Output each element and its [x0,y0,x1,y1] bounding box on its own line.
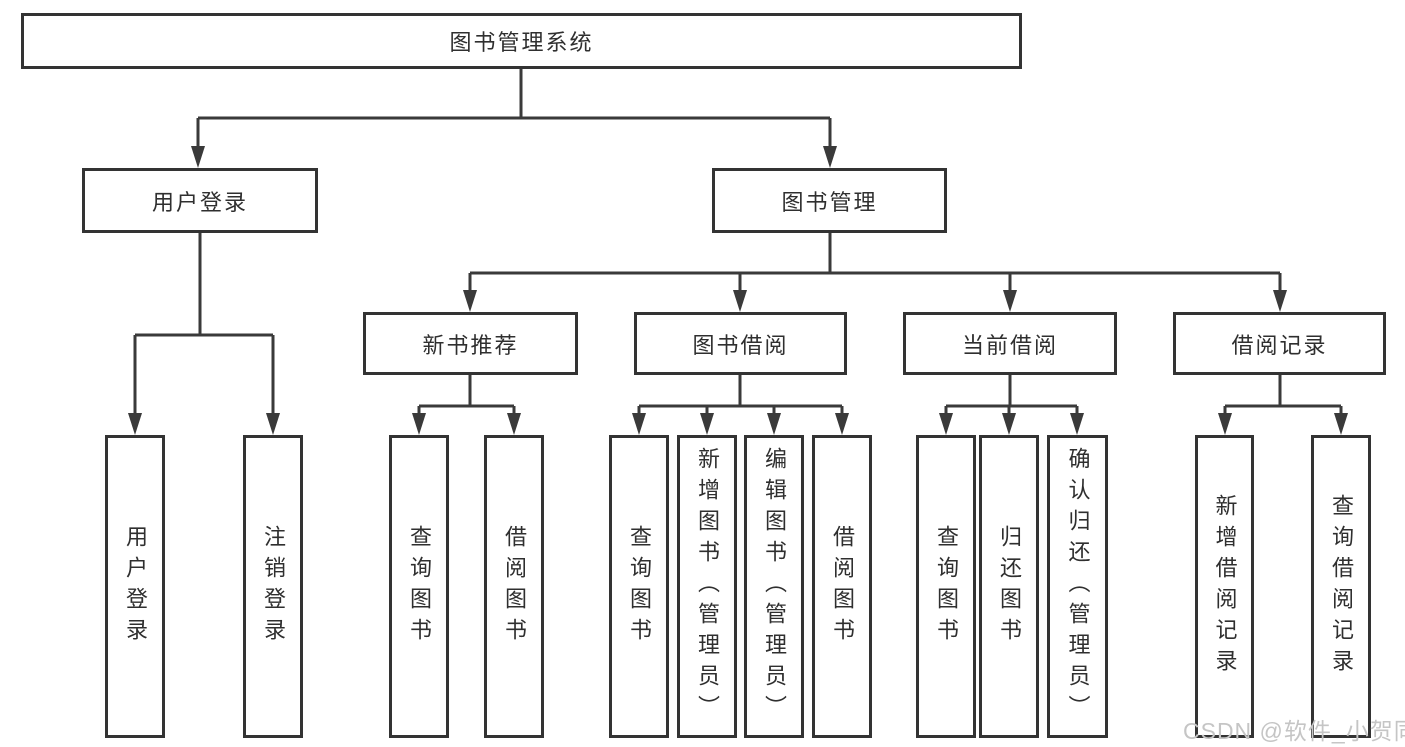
connector-from-book-borrow [632,375,849,435]
node-label: 用户登录 [151,189,248,215]
arrowhead-icon [767,413,781,435]
node-borrow-record: 借阅记录 [1173,312,1386,375]
connector-lines [133,233,275,417]
arrowhead-icon [632,413,646,435]
node-leaf-query-record: 查询借阅记录 [1311,435,1371,738]
connector-lines [944,375,1079,417]
node-new-book-rec: 新书推荐 [363,312,578,375]
arrowhead-icon [835,413,849,435]
node-label: 编辑图书（管理员） [762,447,787,726]
connector-lines [637,375,844,417]
arrowhead-icon [1070,413,1084,435]
connector-lines [1223,375,1343,417]
connector-from-book-mgmt [463,233,1287,312]
node-leaf-return-book: 归还图书 [979,435,1039,738]
arrowhead-icon [700,413,714,435]
node-label: 借阅图书 [502,524,527,649]
node-label: 用户登录 [123,524,148,649]
arrowhead-icon [266,413,280,435]
node-label: 借阅记录 [1231,332,1328,358]
connector-lines [468,233,1282,294]
arrowhead-icon [939,413,953,435]
node-leaf-add-book: 新增图书（管理员） [677,435,737,738]
arrowhead-icon [1003,290,1017,312]
arrowhead-icon [507,413,521,435]
node-label: 图书管理系统 [449,30,594,55]
arrowhead-icon [191,146,205,168]
node-leaf-user-login: 用户登录 [105,435,165,738]
node-label: 归还图书 [997,524,1022,649]
node-book-borrow: 图书借阅 [634,312,847,375]
node-label: 当前借阅 [961,332,1058,358]
node-leaf-borrow-book-2: 借阅图书 [812,435,872,738]
node-label: 查询图书 [407,524,432,649]
connector-from-new-book-rec [412,375,521,435]
node-label: 新增借阅记录 [1212,493,1238,680]
node-leaf-query-book-2: 查询图书 [609,435,669,738]
node-label: 确认归还（管理员） [1065,447,1091,726]
node-leaf-borrow-book-1: 借阅图书 [484,435,544,738]
connector-from-root [191,69,837,168]
node-leaf-query-book-3: 查询图书 [916,435,976,738]
connector-from-borrow-record [1218,375,1348,435]
arrowhead-icon [128,413,142,435]
node-label: 查询图书 [627,524,652,649]
node-label: 注销登录 [261,524,286,649]
arrowhead-icon [1002,413,1016,435]
node-label: 新书推荐 [422,332,519,358]
node-root: 图书管理系统 [21,13,1022,69]
watermark: CSDN @软件_小贺同学 [1183,718,1405,744]
node-book-mgmt: 图书管理 [712,168,947,233]
node-leaf-add-record: 新增借阅记录 [1195,435,1254,738]
node-label: 图书管理 [781,189,878,215]
node-label: 新增图书（管理员） [695,447,720,726]
node-label: 查询图书 [934,524,959,649]
connector-from-current-borrow [939,375,1084,435]
connector-from-user-login [128,233,280,435]
arrowhead-icon [463,290,477,312]
node-leaf-query-book-1: 查询图书 [389,435,449,738]
node-current-borrow: 当前借阅 [903,312,1117,375]
connector-lines [417,375,516,417]
arrowhead-icon [412,413,426,435]
arrowhead-icon [1273,290,1287,312]
node-leaf-edit-book: 编辑图书（管理员） [744,435,804,738]
arrowhead-icon [823,146,837,168]
arrowhead-icon [1218,413,1232,435]
node-label: 图书借阅 [692,332,789,358]
connector-lines [196,69,832,150]
arrowhead-icon [733,290,747,312]
node-leaf-confirm-return: 确认归还（管理员） [1047,435,1108,738]
node-label: 查询借阅记录 [1329,493,1354,680]
node-label: 借阅图书 [830,524,855,649]
node-user-login: 用户登录 [82,168,318,233]
node-leaf-logout: 注销登录 [243,435,303,738]
arrowhead-icon [1334,413,1348,435]
